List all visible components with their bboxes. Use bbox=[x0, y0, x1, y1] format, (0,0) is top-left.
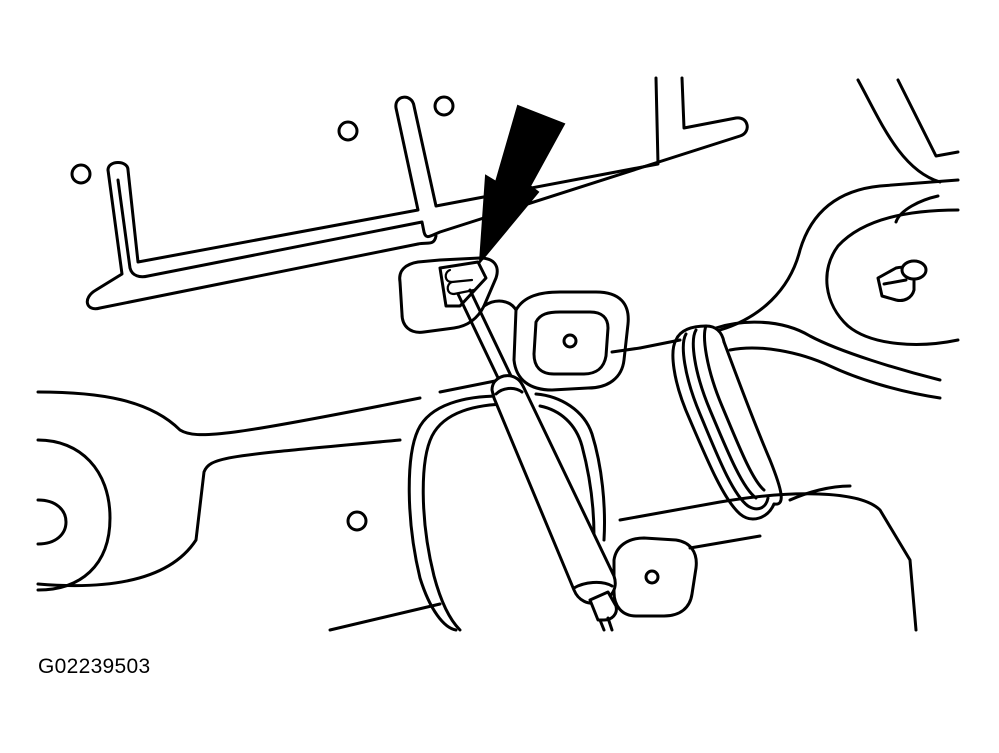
left-boss bbox=[36, 438, 112, 592]
hole bbox=[70, 163, 92, 185]
clip-pocket bbox=[398, 256, 499, 334]
figure-code-label: G02239503 bbox=[38, 655, 151, 678]
stud bbox=[876, 259, 928, 302]
upper-stamped-rib bbox=[85, 76, 749, 311]
pointer-arrow bbox=[478, 104, 566, 266]
wire-harness bbox=[407, 392, 606, 632]
hole bbox=[337, 120, 359, 142]
hole bbox=[346, 510, 368, 532]
right-boss bbox=[825, 208, 960, 346]
hole bbox=[433, 95, 455, 117]
mounting-pad-lower bbox=[612, 536, 698, 618]
grommet-boot bbox=[671, 320, 942, 521]
sensor-assembly[interactable] bbox=[456, 288, 618, 632]
mounting-pad-upper bbox=[482, 290, 630, 392]
panel-outline bbox=[36, 78, 960, 632]
mounting-holes bbox=[70, 95, 455, 532]
